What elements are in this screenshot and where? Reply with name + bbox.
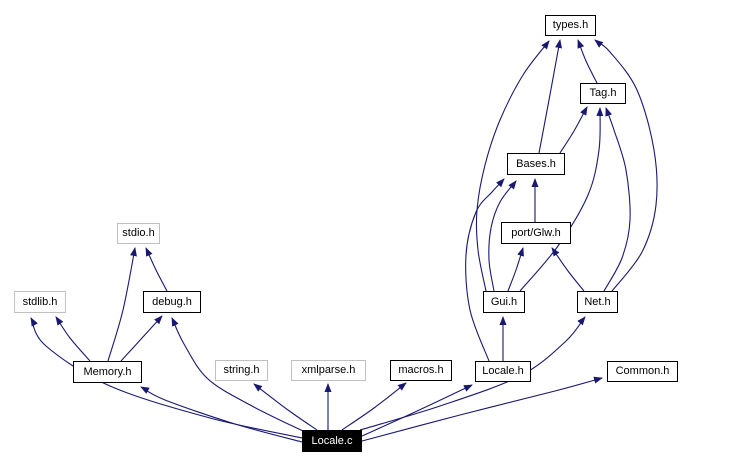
edge-net-h-to-tag-h	[603, 107, 631, 292]
node-string-h: string.h	[215, 360, 268, 381]
node-common-h[interactable]: Common.h	[607, 361, 678, 382]
node-tag-h[interactable]: Tag.h	[580, 83, 626, 104]
edge-bases-h-to-types-h	[538, 39, 563, 154]
node-bases-h[interactable]: Bases.h	[507, 153, 565, 175]
edge-bases-h-to-tag-h	[559, 106, 588, 154]
node-net-h[interactable]: Net.h	[577, 291, 618, 313]
node-stdio-h: stdio.h	[117, 223, 160, 244]
node-types-h[interactable]: types.h	[545, 15, 596, 36]
node-xmlparse-h: xmlparse.h	[291, 360, 366, 381]
edge-locale-c-to-macros-h	[341, 382, 407, 431]
edge-gui-h-to-types-h	[475, 40, 550, 292]
edge-debug-h-to-stdio-h	[145, 247, 168, 292]
node-port-glw-h[interactable]: port/Glw.h	[501, 222, 571, 244]
node-macros-h[interactable]: macros.h	[390, 360, 452, 381]
edge-net-h-to-types-h	[594, 39, 658, 292]
edge-memory-h-to-stdlib-h	[55, 316, 91, 362]
edge-locale-c-to-locale-h	[361, 384, 473, 437]
node-gui-h[interactable]: Gui.h	[483, 291, 525, 313]
edge-locale-h-to-bases-h	[465, 178, 505, 362]
edge-memory-h-to-debug-h	[120, 315, 163, 362]
edge-locale-c-to-debug-h	[171, 317, 306, 433]
edge-locale-c-to-memory-h	[140, 386, 303, 443]
node-debug-h[interactable]: debug.h	[143, 291, 201, 313]
edge-gui-h-to-tag-h	[519, 107, 604, 292]
edge-memory-h-to-stdio-h	[107, 247, 137, 362]
edge-net-h-to-port-glw-h	[551, 247, 585, 292]
edge-locale-c-to-string-h	[253, 383, 318, 431]
edge-gui-h-to-port-glw-h	[507, 247, 524, 292]
edge-locale-c-to-common-h	[361, 376, 603, 442]
edge-gui-h-to-bases-h	[488, 180, 517, 292]
node-stdlib-h: stdlib.h	[14, 291, 66, 313]
node-memory-h[interactable]: Memory.h	[73, 361, 142, 383]
node-locale-c: Locale.c	[302, 430, 362, 452]
node-locale-h[interactable]: Locale.h	[475, 361, 531, 382]
edge-tag-h-to-types-h	[577, 39, 598, 84]
